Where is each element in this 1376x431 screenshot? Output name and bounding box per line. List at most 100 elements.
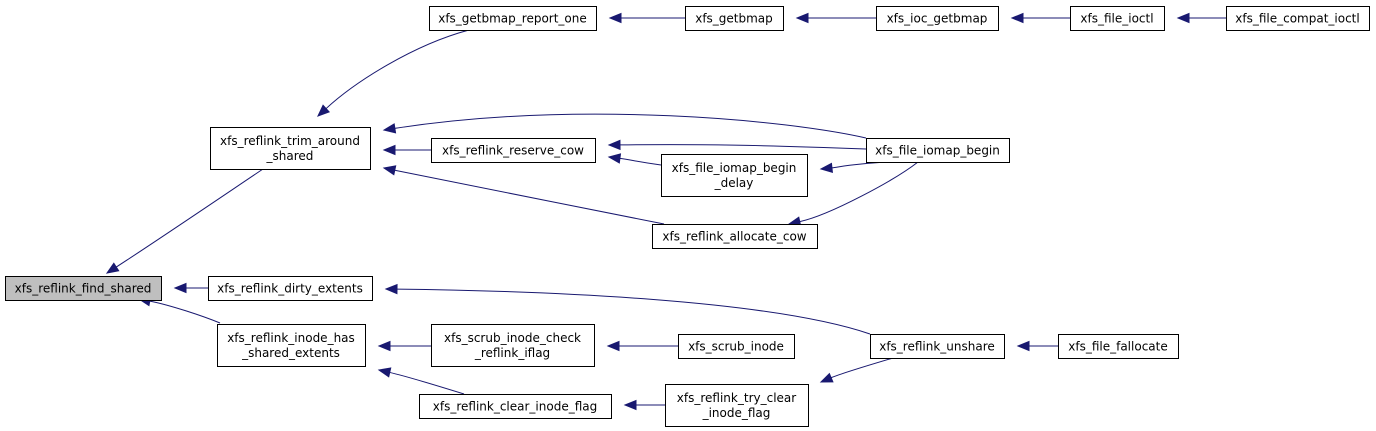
edge-arrowhead xyxy=(382,123,397,134)
node-label: xfs_ioc_getbmap xyxy=(887,12,988,26)
edge-arrowhead xyxy=(382,165,397,176)
edge-arrowhead xyxy=(795,12,809,24)
node-scrub-check-iflag[interactable]: xfs_scrub_inode_check_reflink_iflag xyxy=(431,324,595,367)
graph-edges xyxy=(105,12,1226,411)
node-box xyxy=(1226,6,1370,31)
edge-line xyxy=(394,113,867,139)
node-file-ioctl[interactable]: xfs_file_ioctl xyxy=(1070,6,1165,31)
node-box xyxy=(208,276,373,301)
node-label: xfs_reflink_unshare xyxy=(879,340,995,354)
edge-arrowhead xyxy=(1176,12,1190,24)
node-label: xfs_reflink_dirty_extents xyxy=(217,282,363,296)
node-getbmap-report-one[interactable]: xfs_getbmap_report_one xyxy=(429,6,597,31)
edge-getbmap-to-getbmap-report-one xyxy=(608,12,685,24)
node-label: _shared xyxy=(266,149,314,163)
node-getbmap[interactable]: xfs_getbmap xyxy=(685,6,784,31)
edge-scrub-check-iflag-to-inode-has-shared xyxy=(377,340,431,352)
node-label: xfs_reflink_allocate_cow xyxy=(662,230,806,244)
node-box xyxy=(652,224,818,249)
node-box xyxy=(217,324,366,367)
node-box xyxy=(876,6,999,31)
edge-arrowhead xyxy=(377,340,391,352)
node-box xyxy=(419,394,612,419)
node-try-clear-flag[interactable]: xfs_reflink_try_clear_inode_flag xyxy=(665,384,809,427)
edge-scrub-inode-to-scrub-check-iflag xyxy=(606,340,678,352)
node-label: _inode_flag xyxy=(702,406,771,420)
node-label: xfs_getbmap_report_one xyxy=(438,12,587,26)
node-ioc-getbmap[interactable]: xfs_ioc_getbmap xyxy=(876,6,999,31)
node-box xyxy=(685,6,784,31)
edge-arrowhead xyxy=(1016,340,1030,352)
edge-arrowhead xyxy=(317,104,331,117)
edge-trim-around-to-find-shared xyxy=(105,168,264,274)
edge-reflink-unshare-to-dirty-extents xyxy=(384,283,871,335)
edge-file-compat-ioctl-to-file-ioctl xyxy=(1176,12,1226,24)
node-label: xfs_file_iomap_begin xyxy=(875,144,1000,158)
node-label: xfs_reflink_trim_around xyxy=(220,134,360,148)
node-box xyxy=(5,276,162,301)
edge-arrowhead xyxy=(623,399,637,411)
node-box xyxy=(1070,6,1165,31)
edge-file-iomap-begin-to-trim-around xyxy=(382,113,867,139)
node-box xyxy=(431,324,595,367)
node-dirty-extents[interactable]: xfs_reflink_dirty_extents xyxy=(208,276,373,301)
node-label: xfs_reflink_clear_inode_flag xyxy=(433,400,598,414)
edge-arrowhead xyxy=(819,372,834,383)
node-iomap-begin-delay[interactable]: xfs_file_iomap_begin_delay xyxy=(661,154,808,197)
edge-arrowhead xyxy=(382,144,396,156)
node-scrub-inode[interactable]: xfs_scrub_inode xyxy=(678,334,795,359)
node-box xyxy=(665,384,809,427)
node-file-iomap-begin[interactable]: xfs_file_iomap_begin xyxy=(866,138,1010,163)
node-inode-has-shared[interactable]: xfs_reflink_inode_has_shared_extents xyxy=(217,324,366,367)
node-allocate-cow[interactable]: xfs_reflink_allocate_cow xyxy=(652,224,818,249)
node-box xyxy=(866,138,1010,163)
edge-line xyxy=(799,161,919,223)
edge-line xyxy=(619,144,867,150)
node-label: xfs_scrub_inode_check xyxy=(444,331,581,345)
node-label: xfs_file_compat_ioctl xyxy=(1235,12,1359,26)
edge-line xyxy=(325,29,470,109)
node-reserve-cow[interactable]: xfs_reflink_reserve_cow xyxy=(431,138,596,163)
edge-arrowhead xyxy=(377,367,392,378)
edge-line xyxy=(149,300,221,324)
node-clear-inode-flag[interactable]: xfs_reflink_clear_inode_flag xyxy=(419,394,612,419)
node-box xyxy=(678,334,795,359)
node-box xyxy=(661,154,808,197)
node-box xyxy=(870,334,1005,359)
node-label: xfs_file_iomap_begin xyxy=(672,161,797,175)
edge-allocate-cow-to-trim-around xyxy=(382,165,665,225)
edge-line xyxy=(115,168,264,268)
edge-line xyxy=(389,371,465,395)
edge-arrowhead xyxy=(606,340,620,352)
node-find-shared[interactable]: xfs_reflink_find_shared xyxy=(5,276,162,301)
edge-file-fallocate-to-reflink-unshare xyxy=(1016,340,1058,352)
edge-file-iomap-begin-to-iomap-begin-delay xyxy=(819,161,889,174)
edge-line xyxy=(396,288,871,335)
edge-arrowhead xyxy=(607,153,622,164)
graph-nodes: xfs_reflink_find_shared xfs_reflink_trim_… xyxy=(5,6,1370,427)
node-label: xfs_file_fallocate xyxy=(1068,340,1167,354)
edge-reserve-cow-to-trim-around xyxy=(382,144,431,156)
node-label: xfs_reflink_find_shared xyxy=(15,282,152,296)
node-box xyxy=(429,6,597,31)
edge-arrowhead xyxy=(384,283,398,295)
node-box xyxy=(1058,334,1179,359)
node-file-fallocate[interactable]: xfs_file_fallocate xyxy=(1058,334,1179,359)
edge-dirty-extents-to-find-shared xyxy=(173,282,208,294)
node-reflink-unshare[interactable]: xfs_reflink_unshare xyxy=(870,334,1005,359)
node-trim-around[interactable]: xfs_reflink_trim_around_shared xyxy=(210,127,371,170)
edge-arrowhead xyxy=(607,139,621,151)
edge-arrowhead xyxy=(819,162,833,174)
node-label: xfs_getbmap xyxy=(695,12,773,26)
node-label: xfs_scrub_inode xyxy=(688,340,784,354)
node-file-compat-ioctl[interactable]: xfs_file_compat_ioctl xyxy=(1226,6,1370,31)
node-label: _reflink_iflag xyxy=(474,346,550,360)
edge-getbmap-report-one-to-trim-around xyxy=(317,29,470,117)
edge-file-iomap-begin-to-reserve-cow xyxy=(607,139,867,151)
node-box xyxy=(431,138,596,163)
edge-arrowhead xyxy=(1010,12,1024,24)
node-label: xfs_reflink_reserve_cow xyxy=(442,144,584,158)
node-label: _shared_extents xyxy=(241,346,340,360)
edge-reflink-unshare-to-try-clear-flag xyxy=(819,357,894,383)
